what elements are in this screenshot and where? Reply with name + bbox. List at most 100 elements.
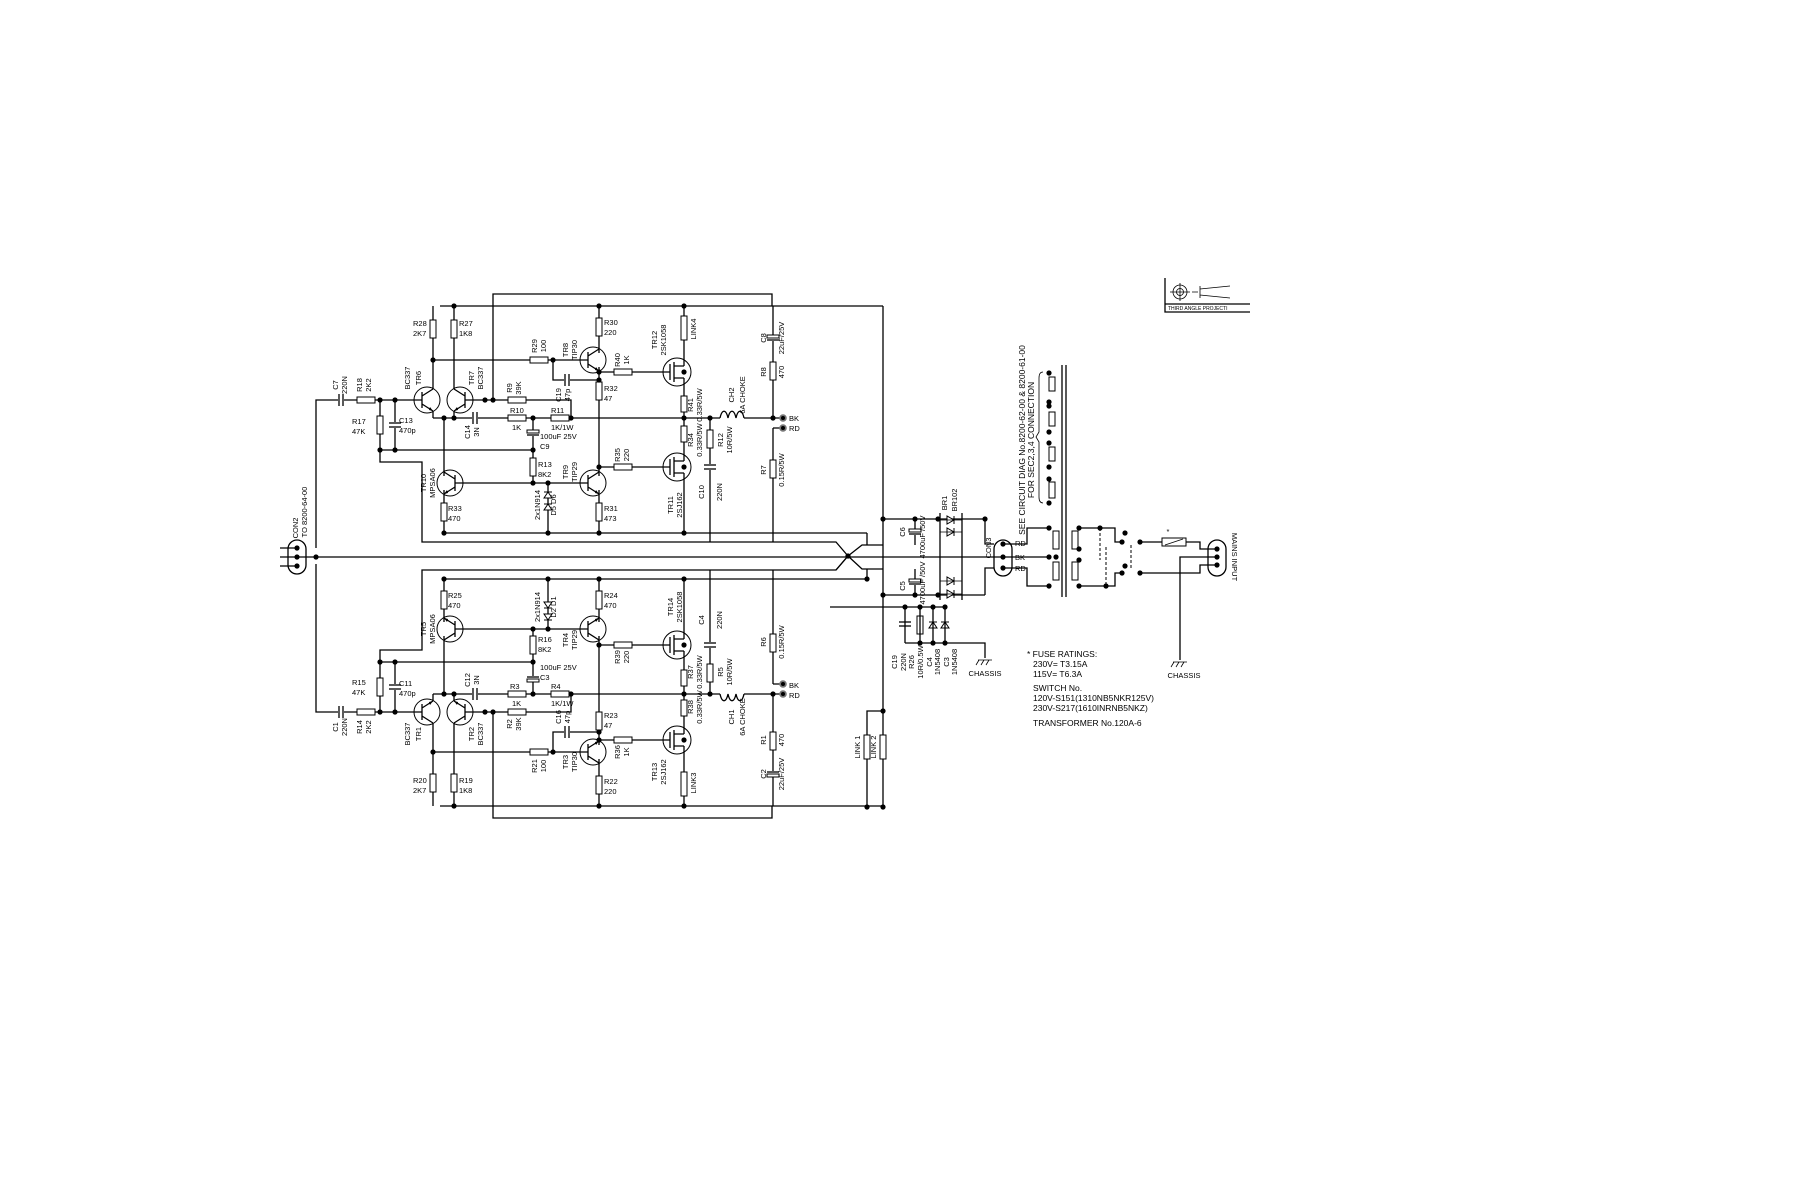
junction-dot <box>490 397 496 403</box>
bottom-2x1n914-value: D2 D1 <box>549 596 558 617</box>
transformer-winding <box>1052 561 1060 581</box>
mosfet-leads <box>669 362 684 382</box>
bottom-c2-value: 22uF/25V <box>777 758 786 791</box>
chassis-label-right: CHASSIS <box>1168 671 1201 680</box>
note-line: 230V= T3.15A <box>1033 659 1088 669</box>
r26-label: R26 <box>907 655 916 669</box>
junction-dot <box>294 554 300 560</box>
con2-label: CON2 <box>291 518 300 539</box>
top-c13-value: 470p <box>399 426 416 435</box>
resistor <box>680 425 688 443</box>
bottom-r14-value: 2K2 <box>364 720 373 733</box>
bottom-tr5-value: MPSA06 <box>428 614 437 644</box>
electrolytic-capacitor <box>766 334 780 339</box>
link4 <box>680 315 688 341</box>
junction-dot <box>1046 429 1052 435</box>
title-block <box>1164 278 1250 313</box>
resistor <box>440 502 448 522</box>
resistor <box>450 319 458 339</box>
bottom-r25-value: 470 <box>448 601 461 610</box>
junction-dot <box>1000 554 1006 560</box>
top-r12-value: 10R/5W <box>725 426 734 454</box>
junction-dot <box>1046 476 1052 482</box>
bottom-r37-value: 0.33R/5W <box>695 654 704 688</box>
c6-value: 4700uF /50V <box>918 516 927 559</box>
junction-dot <box>930 640 936 646</box>
resistor <box>769 361 777 381</box>
junction-dot <box>681 415 687 421</box>
junction-dot <box>917 604 923 610</box>
junction-dot <box>451 415 457 421</box>
bottom-r20-label: R20 <box>413 776 427 785</box>
bottom-bk-label: BK <box>789 681 799 690</box>
top-tr6-label: TR6 <box>414 371 423 385</box>
bottom-c4-value: 220N <box>715 611 724 629</box>
junction-dot <box>707 415 713 421</box>
mains-input-label: MAINS INPUT <box>1230 533 1239 582</box>
top-r35-value: 220 <box>622 449 631 462</box>
bridge-wires <box>940 519 962 595</box>
top-c7-label: C7 <box>331 380 340 390</box>
transistor-symbol <box>579 469 607 497</box>
primary-winding <box>1071 530 1079 550</box>
top-tr8-value: TIP30 <box>570 340 579 360</box>
junction-dot <box>596 377 602 383</box>
bottom-2x1n914-label: 2x1N914 <box>533 592 542 622</box>
link1-label: LINK 1 <box>853 736 862 759</box>
top-r34-value: 0.33R/5W <box>695 422 704 456</box>
resistor <box>550 414 570 422</box>
bottom-tr5-label: TR5 <box>419 622 428 636</box>
bottom-r36-value: 1K <box>622 747 631 756</box>
top-tr11-label: TR11 <box>666 496 675 514</box>
link1 <box>863 734 871 760</box>
bottom-r14-label: R14 <box>355 720 364 734</box>
junction-dot <box>1103 583 1109 589</box>
bottom-c2-label: C2 <box>759 769 768 779</box>
bottom-r1-label: R1 <box>759 735 768 745</box>
bottom-c3-value: 100uF 25V <box>540 663 577 672</box>
note-line: 230V-S217(1610INRNB5NKZ) <box>1033 703 1148 713</box>
junction-dot <box>902 604 908 610</box>
capacitor-gap <box>388 422 402 428</box>
con3-connector <box>993 539 1013 577</box>
bottom-r6-label: R6 <box>759 637 768 647</box>
bottom-tr1-value: BC337 <box>403 723 412 746</box>
junction-dot <box>880 708 886 714</box>
top-r11-value: 1K/1W <box>551 423 574 432</box>
junction-dot <box>1122 530 1128 536</box>
junction-dot <box>530 480 536 486</box>
capacitor-gap <box>472 411 478 425</box>
bottom-r5-label: R5 <box>716 667 725 677</box>
bottom-c16-value: 47p <box>563 711 572 724</box>
transistor-symbol <box>446 386 474 414</box>
top-c14-value: 3N <box>472 427 481 437</box>
c19-label: C19 <box>890 655 899 669</box>
top-r32-value: 47 <box>604 394 612 403</box>
top-c13-label: C13 <box>399 416 413 425</box>
note-line: 120V-S151(1310NB5NKR125V) <box>1033 693 1154 703</box>
top-c9-value: 100uF 25V <box>540 432 577 441</box>
top-r28-label: R28 <box>413 319 427 328</box>
bottom-r5-value: 10R/5W <box>725 658 734 686</box>
junction-dot <box>392 447 398 453</box>
junction-dot <box>681 464 687 470</box>
amplifier-channel-top <box>315 293 883 557</box>
bus-wire <box>379 450 849 557</box>
projection-label: THIRD ANGLE PROJECTI <box>1168 306 1227 312</box>
junction-dot <box>935 516 941 522</box>
top-c8-value: 22uF/25V <box>777 322 786 355</box>
bottom-r3-value: 1K <box>512 699 521 708</box>
capacitor <box>338 394 344 406</box>
junction-dot <box>1046 403 1052 409</box>
junction-dot <box>294 563 300 569</box>
br1-value: BR102 <box>950 489 959 512</box>
bottom-r21-value: 100 <box>539 760 548 773</box>
resistor <box>706 429 714 449</box>
resistor <box>529 356 549 364</box>
transformer-core <box>1061 365 1067 597</box>
bottom-tr3-value: TIP30 <box>570 752 579 772</box>
c5-value: 4700uF /50V <box>918 562 927 605</box>
bottom-r1-value: 470 <box>777 734 786 747</box>
junction-dot <box>770 415 776 421</box>
